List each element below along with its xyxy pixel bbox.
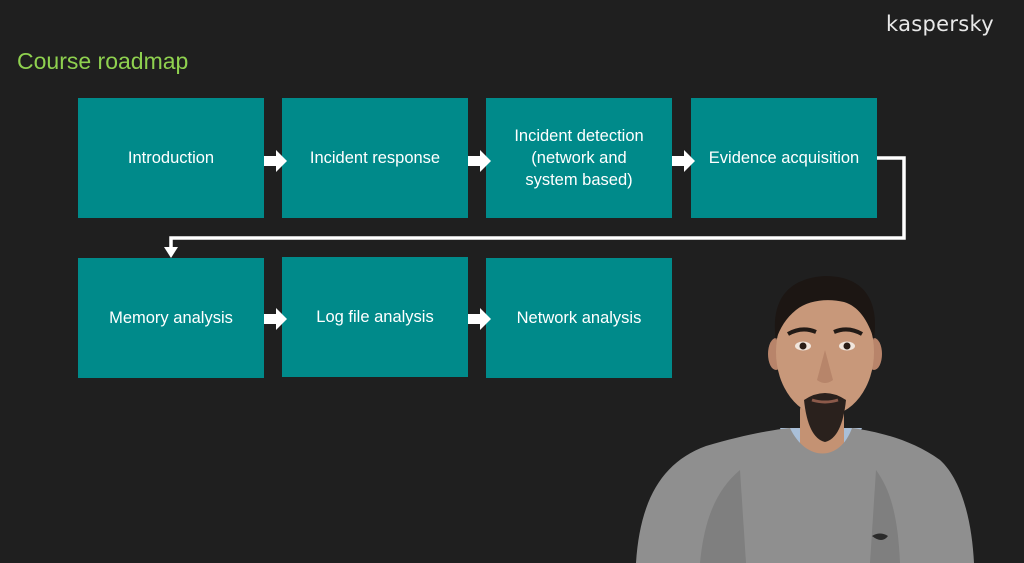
- step-memory-analysis: Memory analysis: [78, 258, 264, 378]
- step-label: Incident response: [309, 149, 441, 167]
- step-log-file-analysis: Log file analysis: [282, 257, 468, 377]
- step-label: Introduction: [127, 149, 215, 167]
- step-incident-response: Incident response: [282, 98, 468, 218]
- step-incident-detection: Incident detection (network and system b…: [486, 98, 672, 218]
- step-label: Incident detection (network and system b…: [514, 127, 644, 189]
- wrap-connector-arrow: [164, 156, 906, 258]
- step-label: Log file analysis: [316, 308, 434, 326]
- arrow-right-icon: [264, 150, 287, 172]
- step-label: Memory analysis: [109, 309, 233, 327]
- arrow-right-icon: [468, 150, 491, 172]
- step-label: Network analysis: [516, 309, 642, 327]
- kaspersky-logo: kaspersky: [886, 12, 994, 36]
- step-network-analysis: Network analysis: [486, 258, 672, 378]
- step-label: Evidence acquisition: [708, 149, 860, 167]
- arrow-right-icon: [672, 150, 695, 172]
- step-introduction: Introduction: [78, 98, 264, 218]
- slide-title: Course roadmap: [17, 48, 189, 74]
- step-evidence-acquisition: Evidence acquisition: [691, 98, 877, 218]
- arrow-right-icon: [264, 308, 287, 330]
- arrow-right-icon: [468, 308, 491, 330]
